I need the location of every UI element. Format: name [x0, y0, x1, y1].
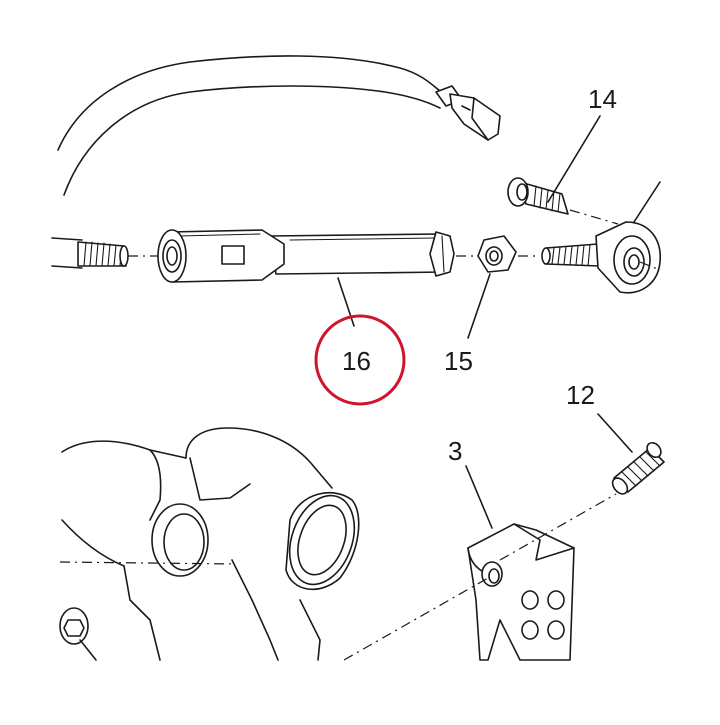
highlight-circle: [314, 314, 406, 406]
callout-3: 3: [448, 436, 462, 466]
rod-end-ball-joint: [541, 221, 661, 294]
part-16-sleeve: [157, 229, 478, 283]
part-12-stud: [611, 441, 665, 495]
callout-16: 16: [342, 346, 371, 376]
cable-with-connector: [57, 55, 501, 196]
part-3-bracket: [343, 493, 617, 661]
callout-12: 12: [566, 380, 595, 410]
part-14-bolt: [507, 177, 619, 225]
leader-lines: [337, 115, 661, 529]
callout-15: 15: [444, 346, 473, 376]
part-15-nut: [477, 235, 540, 273]
left-threaded-rod: [51, 237, 158, 269]
frame-casting: [59, 427, 360, 661]
callout-14: 14: [588, 84, 617, 114]
